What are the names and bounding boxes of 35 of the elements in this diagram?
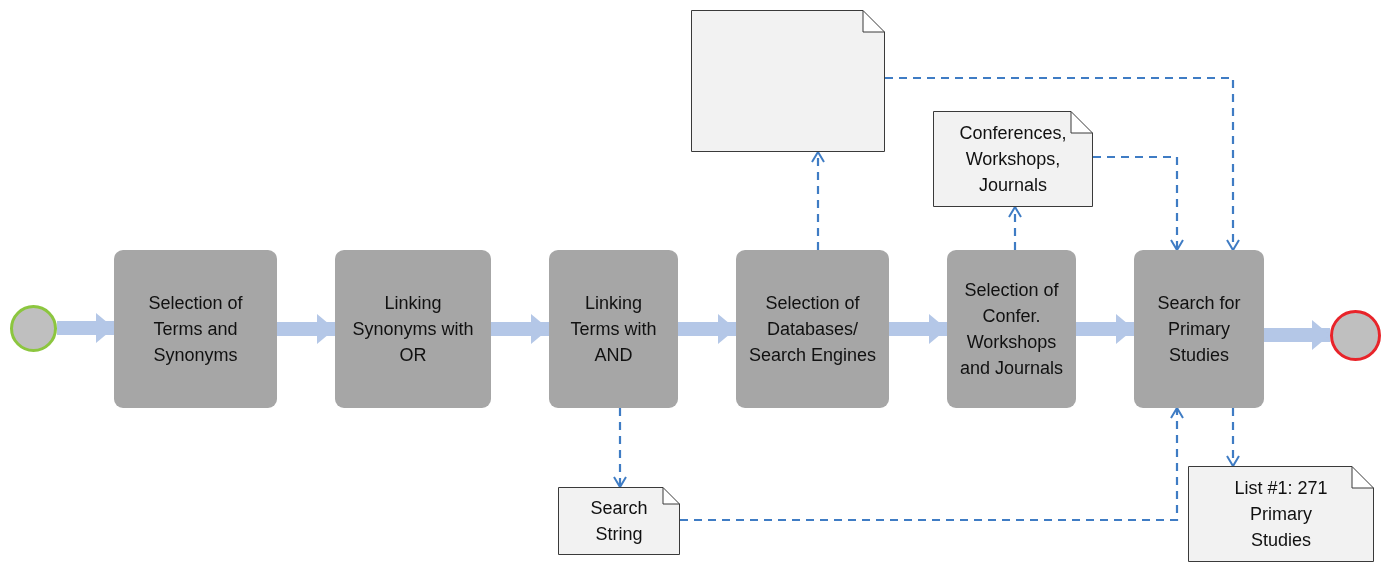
dashed-arrow — [680, 407, 1184, 522]
node-label: Selection of Confer. Workshops and Journals — [958, 279, 1065, 380]
node-label: Conferences, Workshops, Journals — [958, 122, 1068, 197]
dashed-arrow — [613, 408, 627, 488]
block-arrow — [678, 314, 736, 344]
dashed-arrow — [1226, 408, 1240, 467]
dashed-arrow — [811, 151, 825, 250]
node-label: Selection of Terms and Synonyms — [147, 292, 244, 367]
process-box — [736, 250, 889, 408]
node-label: Search String — [589, 497, 649, 546]
node-label: Search for Primary Studies — [1156, 292, 1242, 367]
block-arrow — [1076, 314, 1134, 344]
process-box — [1134, 250, 1264, 408]
node-label: List #1: 271 Primary Studies — [1233, 477, 1329, 552]
node-label: Linking Terms with AND — [569, 292, 658, 367]
block-arrow — [889, 314, 947, 344]
process-box — [114, 250, 277, 408]
document-shape — [558, 487, 680, 555]
block-arrow — [1264, 320, 1330, 350]
process-box — [335, 250, 491, 408]
end-event-circle — [1330, 310, 1381, 361]
block-arrow — [277, 314, 335, 344]
document-shape — [1188, 466, 1374, 562]
document-shape — [933, 111, 1093, 207]
process-box — [947, 250, 1076, 408]
dashed-arrow — [885, 76, 1240, 251]
document-shape — [691, 10, 885, 152]
node-label: Linking Synonyms with OR — [351, 292, 475, 367]
node-label: Selection of Databases/ Search Engines — [747, 292, 878, 367]
start-event-circle — [10, 305, 57, 352]
dashed-arrow — [1093, 155, 1184, 251]
block-arrow — [57, 313, 114, 343]
dashed-arrow — [1008, 206, 1022, 250]
block-arrow — [491, 314, 549, 344]
process-box — [549, 250, 678, 408]
